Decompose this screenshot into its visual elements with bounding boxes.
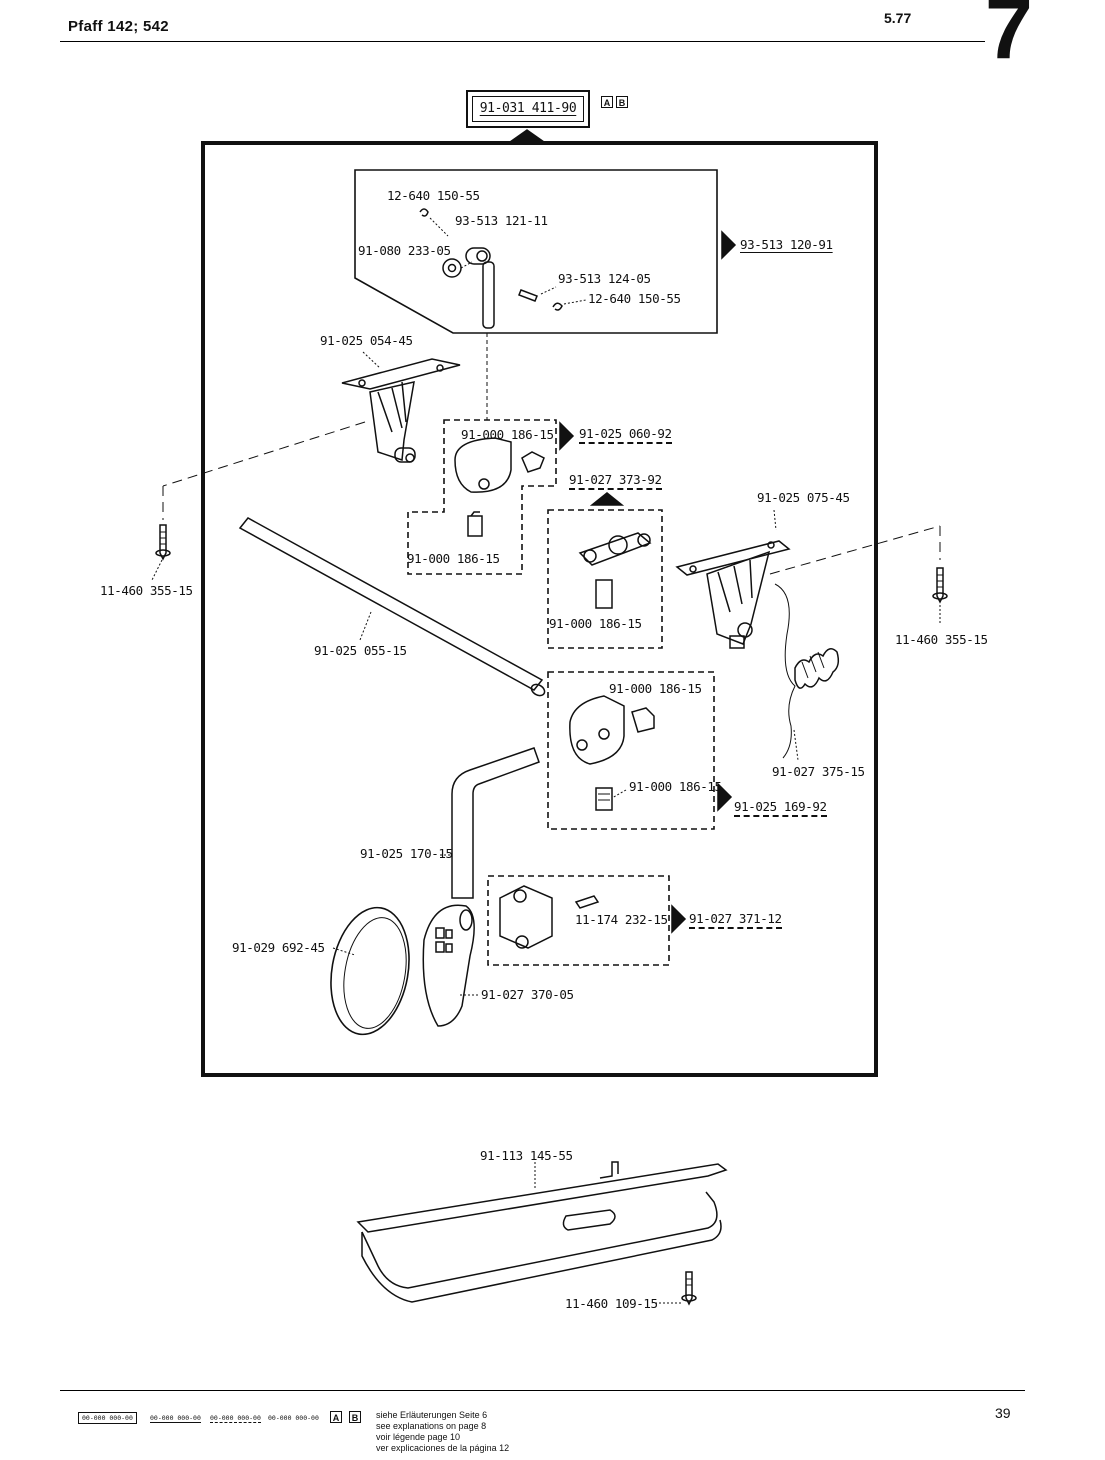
legend-underlined: 00-000 000-00: [150, 1414, 201, 1423]
footer-tag-b: B: [349, 1411, 361, 1423]
assembly-part-label: 91-027 373-92: [569, 472, 662, 490]
part-label: 91-000 186-15: [461, 427, 554, 442]
part-label: 91-025 055-15: [314, 643, 407, 658]
section-number: 7: [985, 0, 1033, 77]
issue-date: 5.77: [884, 10, 912, 26]
part-label: 91-025 075-45: [757, 490, 850, 505]
page-number: 39: [995, 1405, 1011, 1421]
tag-a: A: [601, 96, 613, 108]
machine-model: Pfaff 142; 542: [68, 18, 169, 35]
part-label: 91-027 375-15: [772, 764, 865, 779]
assembly-part-label: 93-513 120-91: [740, 237, 833, 252]
assembly-part-label: 91-025 169-92: [734, 799, 827, 817]
part-label: 12-640 150-55: [588, 291, 681, 306]
legend-dash-underlined: 00-000 000-00: [210, 1414, 261, 1423]
part-label: 91-000 186-15: [629, 779, 722, 794]
part-label: 91-113 145-55: [480, 1148, 573, 1163]
part-label: 91-025 170-15: [360, 846, 453, 861]
part-label: 11-460 355-15: [100, 583, 193, 598]
header-rule: [60, 41, 985, 42]
part-label: 11-460 109-15: [565, 1296, 658, 1311]
assembly-part-label: 91-027 371-12: [689, 911, 782, 929]
assembly-number-box: [466, 90, 590, 128]
legend-plain: 00-000 000-00: [268, 1414, 319, 1422]
part-label: 91-080 233-05: [358, 243, 451, 258]
explanation-es: ver explicaciones de la página 12: [376, 1443, 510, 1453]
explanation-en: see explanations on page 8: [376, 1421, 487, 1431]
part-label: 11-460 355-15: [895, 632, 988, 647]
part-label: 91-000 186-15: [609, 681, 702, 696]
tag-b: B: [616, 96, 628, 108]
explanation-de: siehe Erläuterungen Seite 6: [376, 1410, 488, 1420]
part-label: 93-513 121-11: [455, 213, 548, 228]
footer-rule: [60, 1390, 1025, 1391]
part-label: 12-640 150-55: [387, 188, 480, 203]
part-label: 93-513 124-05: [558, 271, 651, 286]
assembly-part-label: 91-025 060-92: [579, 426, 672, 444]
part-label: 91-029 692-45: [232, 940, 325, 955]
legend-boxed: 00-000 000-00: [78, 1412, 137, 1424]
explanations: siehe Erläuterungen Seite 6 see explanat…: [376, 1410, 509, 1454]
part-label: 91-027 370-05: [481, 987, 574, 1002]
part-label: 91-025 054-45: [320, 333, 413, 348]
part-label: 11-174 232-15: [575, 912, 668, 927]
assembly-number: 91-031 411-90: [472, 96, 584, 122]
footer-tag-a: A: [330, 1411, 342, 1423]
part-label: 91-000 186-15: [407, 551, 500, 566]
part-label: 91-000 186-15: [549, 616, 642, 631]
explanation-fr: voir légende page 10: [376, 1432, 461, 1442]
